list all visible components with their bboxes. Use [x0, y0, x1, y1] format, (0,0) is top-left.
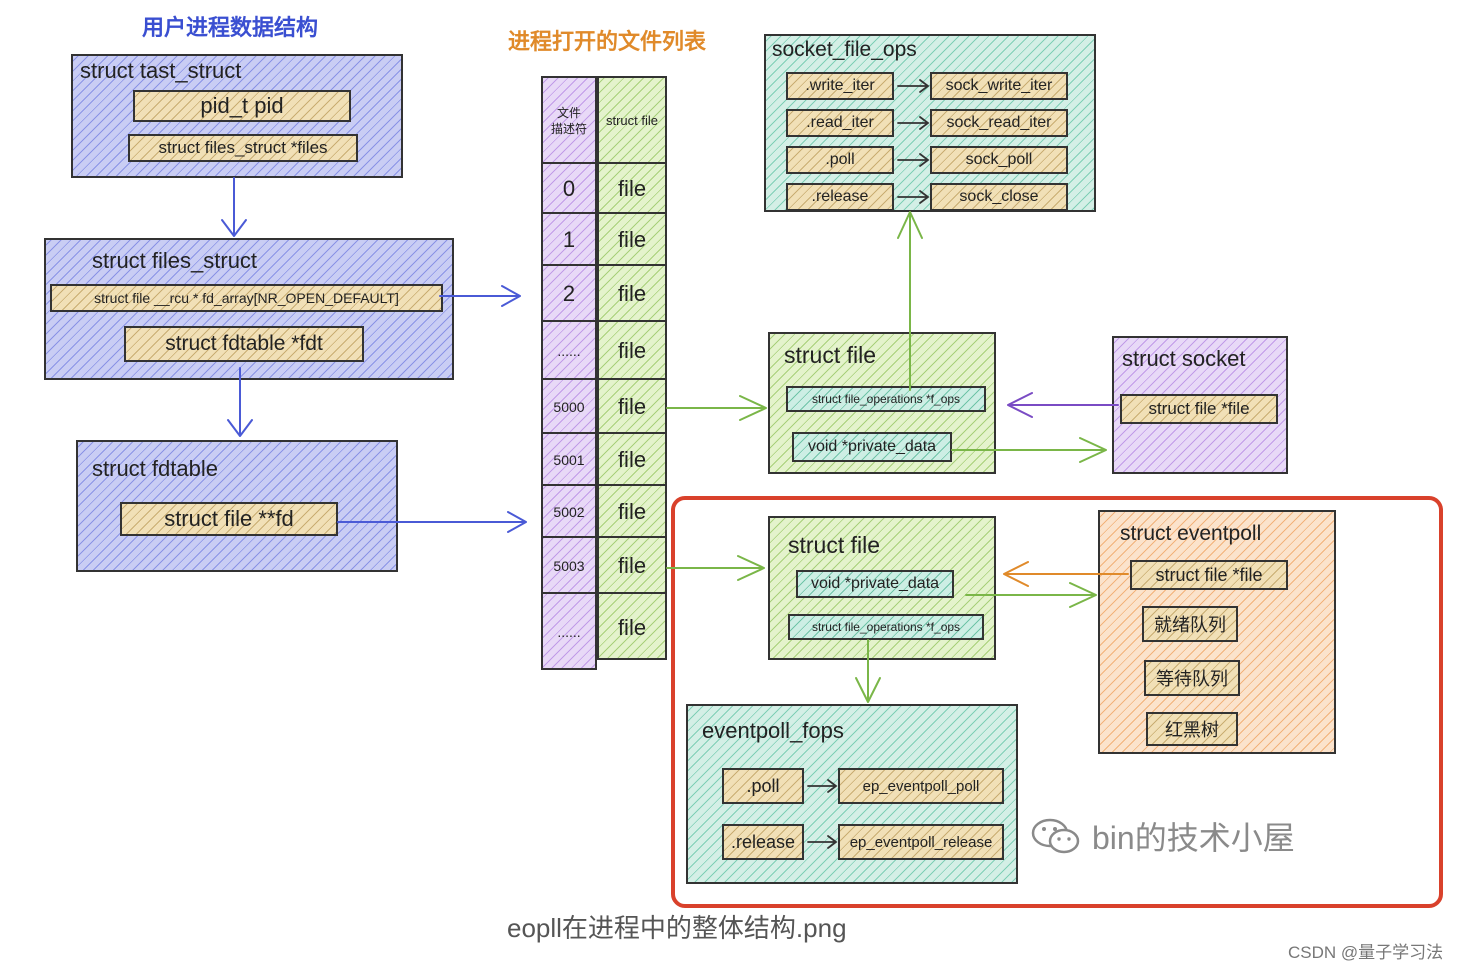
file-column: struct file	[597, 76, 667, 660]
task-struct-box: struct tast_struct pid_t pid struct file…	[71, 54, 403, 178]
fd-field: struct file **fd	[120, 502, 338, 536]
file-entry: file	[599, 378, 665, 434]
fd-array-field: struct file __rcu * fd_array[NR_OPEN_DEF…	[50, 284, 443, 312]
open-files-header: 进程打开的文件列表	[508, 29, 707, 54]
fdtable-title: struct fdtable	[92, 456, 218, 481]
socket-ops-row-arrow	[897, 79, 930, 93]
socket-file-fops-field: struct file_operations *f_ops	[786, 386, 986, 412]
arrow-private-to-socket	[951, 437, 1107, 463]
files-pointer-field: struct files_struct *files	[128, 134, 358, 162]
socket-ops-op: .release	[786, 183, 894, 211]
eventpoll-ops-op: .release	[722, 824, 804, 860]
files-struct-box: struct files_struct struct file __rcu * …	[44, 238, 454, 380]
fd-number: 1	[543, 212, 595, 266]
struct-socket-box: struct socket struct file *file	[1112, 336, 1288, 474]
eventpoll-ops-row-arrow	[807, 779, 838, 793]
file-entry: file	[599, 162, 665, 214]
epoll-file-private-field: void *private_data	[796, 570, 954, 598]
arrow-row5003-to-epoll-file	[666, 555, 765, 581]
epoll-file-fops-field: struct file_operations *f_ops	[788, 614, 984, 640]
file-entry: file	[599, 484, 665, 538]
arrow-private-to-eventpoll	[965, 582, 1097, 608]
socket-ops-op: .poll	[786, 146, 894, 174]
epoll-file-title: struct file	[788, 532, 881, 558]
socket-ops-impl: sock_read_iter	[930, 109, 1068, 137]
socket-ops-op: .write_iter	[786, 72, 894, 100]
arrow-fd-to-table	[337, 511, 527, 533]
socket-ops-row-arrow	[897, 116, 930, 130]
fd-number: ......	[543, 592, 595, 670]
socket-ops-row-arrow	[897, 153, 930, 167]
epoll-file-box: struct file void *private_data struct fi…	[768, 516, 996, 660]
fd-number: 0	[543, 162, 595, 214]
eventpoll-box: struct eventpoll struct file *file 就绪队列 …	[1098, 510, 1336, 754]
eventpoll-file-field: struct file *file	[1130, 560, 1288, 590]
wait-queue-field: 等待队列	[1144, 660, 1240, 696]
file-entry: file	[599, 432, 665, 486]
struct-socket-file-field: struct file *file	[1120, 394, 1278, 424]
fd-number: 5001	[543, 432, 595, 486]
user-process-header: 用户进程数据结构	[142, 15, 319, 40]
fd-number: 5002	[543, 484, 595, 538]
fd-column: 文件 描述符	[541, 76, 597, 670]
fd-number: 5003	[543, 536, 595, 594]
arrow-socket-file-back	[1007, 392, 1119, 418]
watermark: bin的技术小屋	[1030, 814, 1295, 858]
eventpoll-ops-row-arrow	[807, 835, 838, 849]
wechat-icon	[1031, 818, 1080, 854]
arrow-fops-to-eventpoll-fops	[855, 639, 881, 703]
socket-ops-impl: sock_poll	[930, 146, 1068, 174]
image-caption: eopll在进程中的整体结构.png	[507, 913, 847, 943]
file-entry: file	[599, 212, 665, 266]
socket-ops-impl: sock_write_iter	[930, 72, 1068, 100]
fd-number: ......	[543, 320, 595, 380]
file-entry: file	[599, 264, 665, 322]
socket-ops-impl: sock_close	[930, 183, 1068, 211]
watermark-text: bin的技术小屋	[1092, 820, 1295, 856]
fdt-field: struct fdtable *fdt	[124, 326, 364, 362]
ready-queue-field: 就绪队列	[1142, 606, 1238, 642]
socket-file-ops-title: socket_file_ops	[772, 38, 917, 61]
arrow-fops-to-socket-ops	[897, 211, 923, 391]
file-column-header: struct file	[605, 112, 658, 128]
task-struct-title: struct tast_struct	[80, 58, 242, 83]
csdn-credit: CSDN @量子学习法	[1288, 943, 1444, 962]
socket-file-box: struct file struct file_operations *f_op…	[768, 332, 996, 474]
fd-number: 2	[543, 264, 595, 322]
eventpoll-ops-impl: ep_eventpoll_poll	[838, 768, 1004, 804]
arrow-eventpoll-file-back	[1003, 561, 1129, 587]
fdtable-box: struct fdtable struct file **fd	[76, 440, 398, 572]
eventpoll-title: struct eventpoll	[1120, 522, 1262, 545]
arrow-task-to-files	[221, 177, 247, 237]
files-struct-title: struct files_struct	[92, 248, 258, 273]
socket-ops-row-arrow	[897, 190, 930, 204]
socket-file-private-field: void *private_data	[792, 432, 952, 462]
rbtree-field: 红黑树	[1146, 712, 1238, 746]
socket-ops-op: .read_iter	[786, 109, 894, 137]
highlight-frame	[671, 496, 1443, 908]
arrow-files-to-fdtable	[227, 367, 253, 437]
file-entry: file	[599, 320, 665, 380]
socket-file-title: struct file	[784, 342, 877, 368]
fd-number: 5000	[543, 378, 595, 434]
file-entry: file	[599, 536, 665, 594]
arrow-fdarray-to-table	[439, 285, 521, 307]
pid-field: pid_t pid	[133, 90, 351, 122]
eventpoll-fops-title: eventpoll_fops	[702, 718, 844, 743]
eventpoll-ops-op: .poll	[722, 768, 804, 804]
eventpoll-ops-impl: ep_eventpoll_release	[838, 824, 1004, 860]
arrow-row5000-to-socket-file	[666, 395, 767, 421]
file-entry: file	[599, 592, 665, 662]
struct-socket-title: struct socket	[1122, 346, 1246, 371]
fd-column-header: 文件 描述符	[550, 106, 587, 136]
